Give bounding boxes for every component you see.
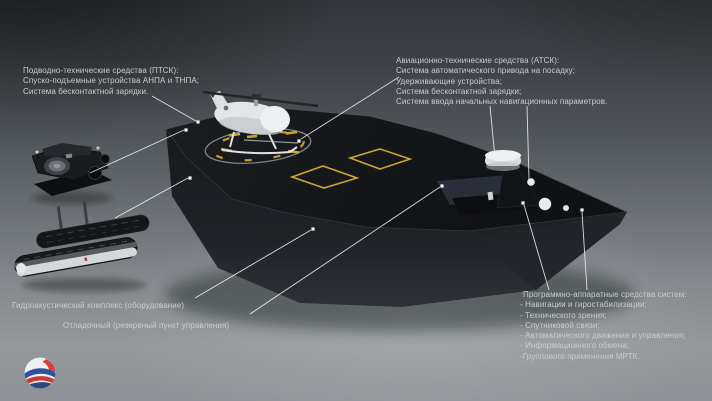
leader-line-backup	[249, 186, 441, 315]
rov-thruster-small	[100, 154, 110, 164]
callout-marker-sonar	[311, 227, 315, 231]
label-line: - Автоматического движения и управления;	[520, 331, 686, 341]
label-line: - Навигации и гиростабилизации;	[520, 300, 647, 310]
helicopter	[202, 90, 319, 155]
leader-line-mast-ball	[526, 105, 530, 180]
helicopter-engine-intake	[223, 105, 229, 111]
label-line: Программно-аппаратные средства систем:	[523, 290, 687, 299]
label-line: -Группового применения МРТК.	[520, 351, 640, 361]
label-backup-control: Отладочный (резервный пункт управления)	[63, 321, 229, 331]
label-line: Удерживающие устройства;	[396, 76, 503, 86]
sensor-ball-tiny	[563, 205, 569, 211]
auv-red-emblem	[84, 257, 88, 262]
tricolor-sphere-logo-icon	[24, 357, 56, 389]
auv-vehicle	[14, 201, 150, 277]
label-line: - Спутниковой связи;	[520, 320, 600, 330]
label-line: Система бесконтактной зарядки;	[396, 86, 522, 96]
vessel-bow-facet	[474, 212, 627, 290]
rov-winch-core	[53, 163, 61, 169]
auv-upper-hull	[36, 214, 150, 249]
callout-marker-backup	[440, 184, 444, 188]
radar-dome-base-shadow	[486, 162, 520, 171]
rotor-mast	[254, 98, 258, 106]
deck-marking-square-right	[347, 148, 413, 170]
rov-marker-light-left	[35, 150, 39, 154]
label-software-systems: Программно-аппаратные средства систем: -…	[520, 290, 687, 362]
auv-floor-shadow	[22, 278, 146, 292]
rov-top-frame	[42, 143, 92, 157]
label-line: Отладочный (резервный пункт управления)	[63, 321, 230, 330]
callout-marker-software-left	[521, 201, 525, 205]
leader-lines	[89, 76, 588, 315]
sensor-mast	[485, 150, 569, 211]
leader-line-rov	[89, 129, 185, 174]
callout-marker-software-right	[580, 208, 584, 212]
deck-marking-square-left	[289, 165, 360, 189]
auv-antenna-post-right	[83, 201, 89, 228]
main-vessel	[165, 105, 628, 307]
callout-marker-auv	[188, 176, 192, 180]
label-line: Подводно-технические средства (ПТСК):	[23, 66, 179, 75]
callout-marker-rov	[184, 128, 188, 132]
label-line: - Информационного обмена;	[520, 341, 630, 351]
rov-marker-light-right	[96, 146, 100, 150]
label-line: Система ввода начальных навигационных па…	[396, 97, 608, 107]
label-line: - Технического зрения;	[520, 310, 607, 320]
auv-nose-cap	[16, 263, 27, 274]
leader-line-auv	[114, 177, 189, 219]
label-line: Система бесконтактной зарядки.	[23, 86, 149, 96]
leader-line-dome	[489, 105, 496, 159]
mast-pylon	[496, 163, 542, 209]
leader-line-software-right	[581, 211, 588, 291]
leader-line-aviation	[300, 76, 400, 140]
deck-near-edge-highlight	[165, 128, 628, 232]
auv-antenna-post-left	[57, 206, 63, 231]
helicopter-canopy	[260, 105, 290, 133]
sensor-ball-small	[527, 178, 535, 186]
label-line: Гидроакустический комплекс (оборудование…	[12, 301, 185, 310]
leader-line-software-left	[523, 204, 550, 291]
auv-lower-hull	[14, 237, 138, 277]
rov-detail-plate	[65, 153, 73, 159]
label-line: Спуско-подъемные устройства АНПА и ТНПА;	[23, 76, 200, 86]
rov-vehicle	[31, 143, 112, 196]
label-line: Авиационно-технические средства (АТСК):	[396, 56, 560, 65]
mast-equipment-box	[487, 191, 494, 201]
landing-skids	[221, 131, 299, 155]
leader-line-sonar	[194, 229, 312, 299]
leader-line-ptsk	[151, 95, 197, 122]
rov-floor-shadow	[32, 191, 112, 205]
radar-dome-top	[485, 150, 521, 161]
rov-thruster-large	[88, 166, 102, 180]
callout-marker-ptsk	[196, 120, 200, 124]
callout-marker-aviation	[297, 139, 301, 143]
label-underwater-systems: Подводно-технические средства (ПТСК): Сп…	[23, 66, 199, 97]
label-sonar-complex: Гидроакустический комплекс (оборудование…	[12, 301, 184, 311]
sensor-ball-large	[538, 197, 552, 211]
rotor-hub	[251, 93, 262, 100]
label-aviation-systems: Авиационно-технические средства (АТСК): …	[396, 56, 607, 107]
label-line: Система автоматического привода на посад…	[396, 66, 576, 76]
